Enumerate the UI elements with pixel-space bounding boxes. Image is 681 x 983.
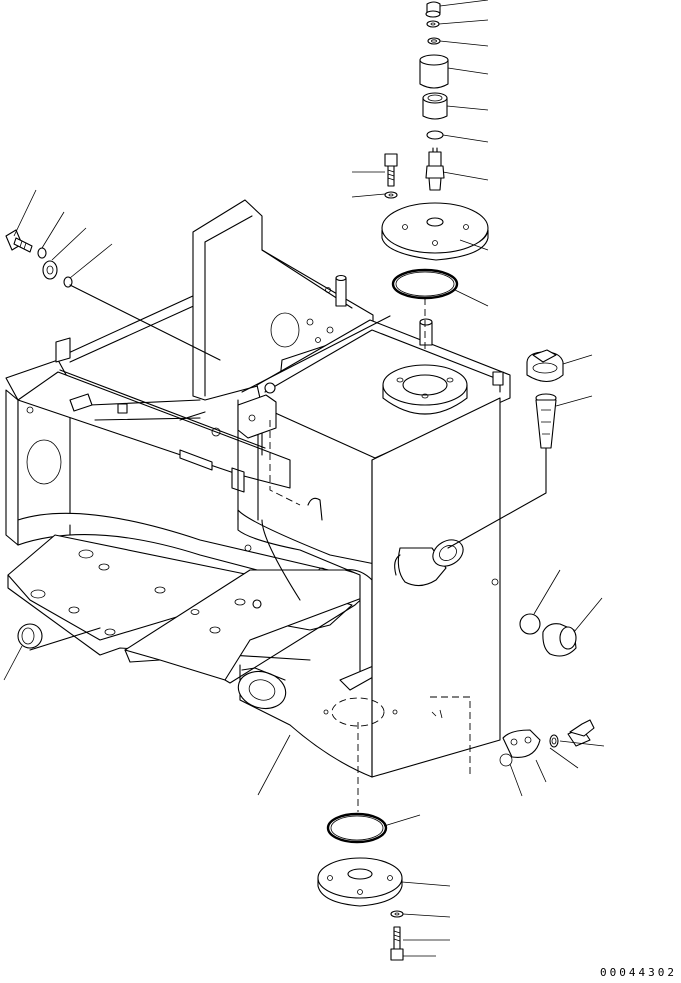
assembly-centerlines	[30, 285, 425, 812]
side-plug-gauge	[500, 614, 594, 766]
frame-assembly	[0, 295, 382, 690]
top-cap-stack	[382, 2, 488, 298]
rear-plate	[193, 200, 373, 436]
drawing-number: 00044302	[600, 966, 677, 979]
filler-cap-strainer	[448, 350, 563, 548]
left-bolt-set	[6, 230, 72, 648]
tank-body	[234, 319, 510, 778]
leader-lines	[4, 0, 604, 956]
bottom-cover-stack	[318, 814, 403, 960]
